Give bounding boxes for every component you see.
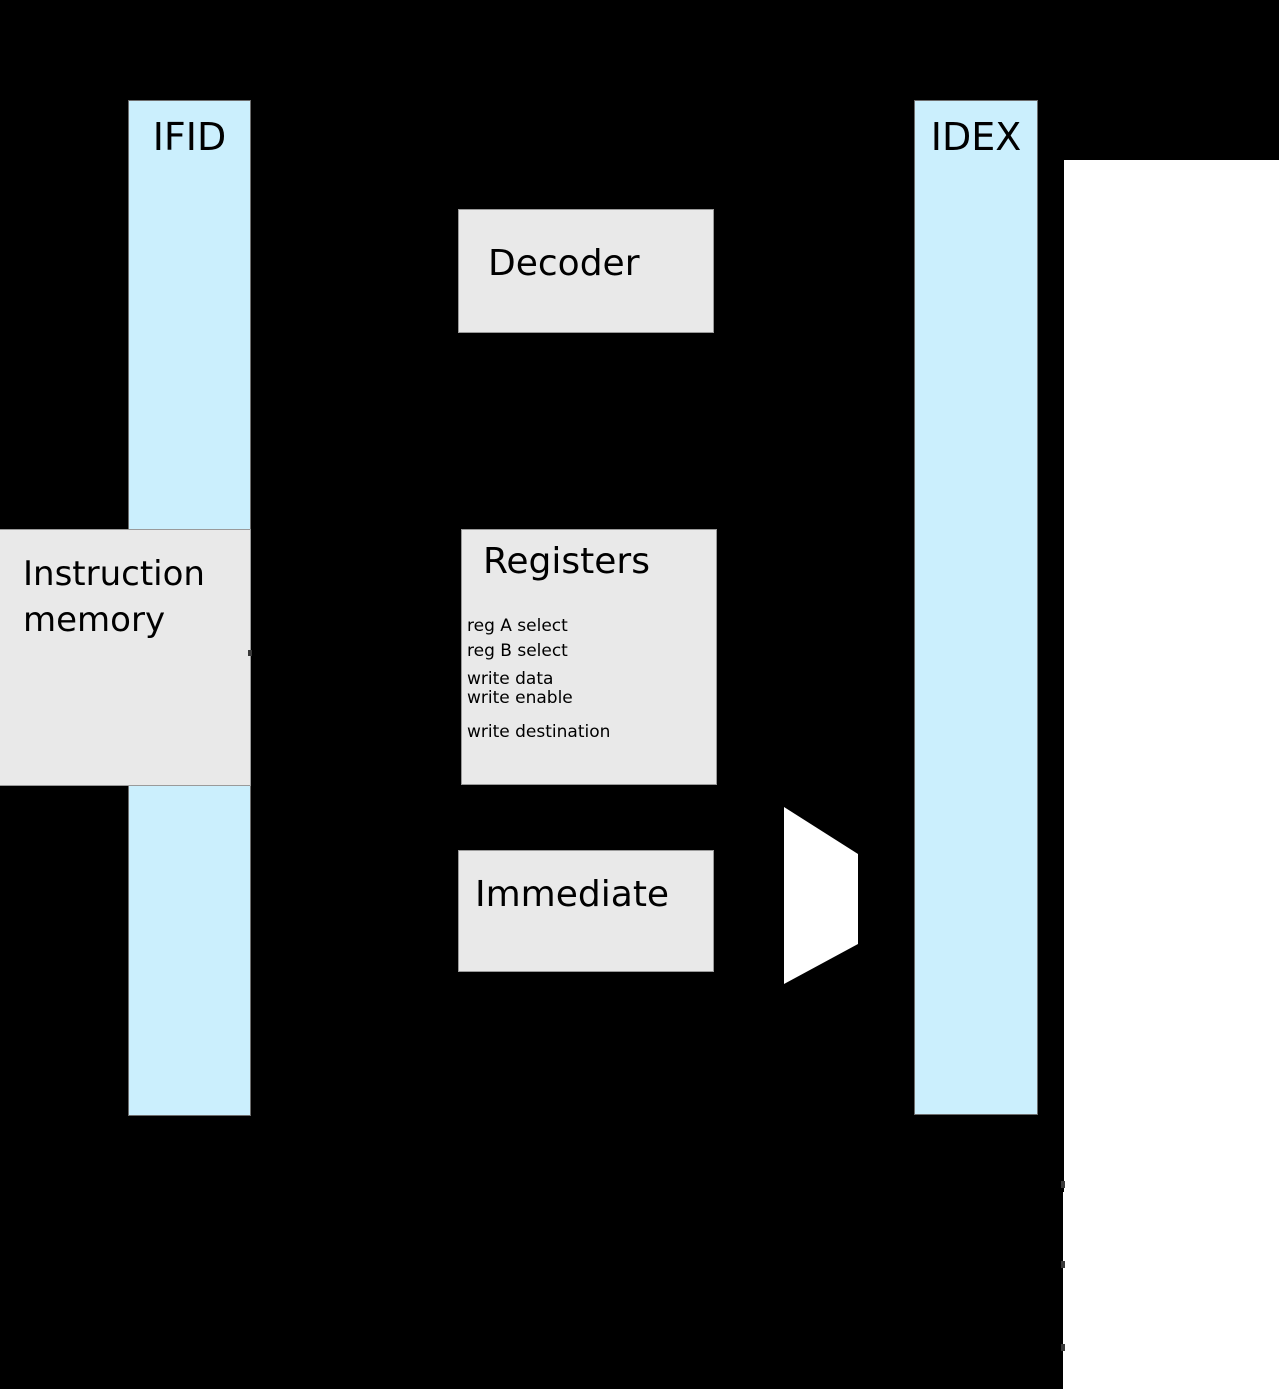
- immediate-box[interactable]: Immediate: [458, 850, 714, 972]
- connector-tick-1: [1061, 1181, 1065, 1188]
- registers-port-reg-b-select: reg B select: [467, 641, 568, 661]
- registers-title: Registers: [483, 541, 650, 582]
- instruction-memory-title-line2: memory: [23, 600, 166, 640]
- registers-box[interactable]: Registers reg A select reg B select writ…: [461, 529, 717, 785]
- decoder-box[interactable]: Decoder: [458, 209, 714, 333]
- registers-port-write-destination: write destination: [467, 722, 611, 742]
- instruction-memory-title-line1: Instruction: [23, 554, 205, 594]
- white-pane-upper: [1064, 160, 1279, 1192]
- pipeline-register-idex[interactable]: IDEX: [914, 100, 1038, 1115]
- decoder-title: Decoder: [488, 243, 640, 284]
- pipeline-register-ifid-label: IFID: [152, 115, 227, 159]
- connector-tick-3: [1061, 1344, 1065, 1351]
- white-pane-lower: [1063, 1192, 1279, 1389]
- registers-port-write-enable: write enable: [467, 688, 573, 708]
- pipeline-register-idex-label: IDEX: [930, 115, 1022, 159]
- connector-tick-2: [1061, 1261, 1065, 1268]
- immediate-title: Immediate: [475, 874, 670, 915]
- registers-port-write-data: write data: [467, 669, 554, 689]
- operand-mux[interactable]: [784, 807, 860, 985]
- instruction-memory-box[interactable]: Instruction memory: [0, 529, 251, 786]
- mux-trapezoid-icon: [784, 807, 858, 984]
- instruction-memory-output-tick: [248, 650, 252, 656]
- registers-port-reg-a-select: reg A select: [467, 616, 568, 636]
